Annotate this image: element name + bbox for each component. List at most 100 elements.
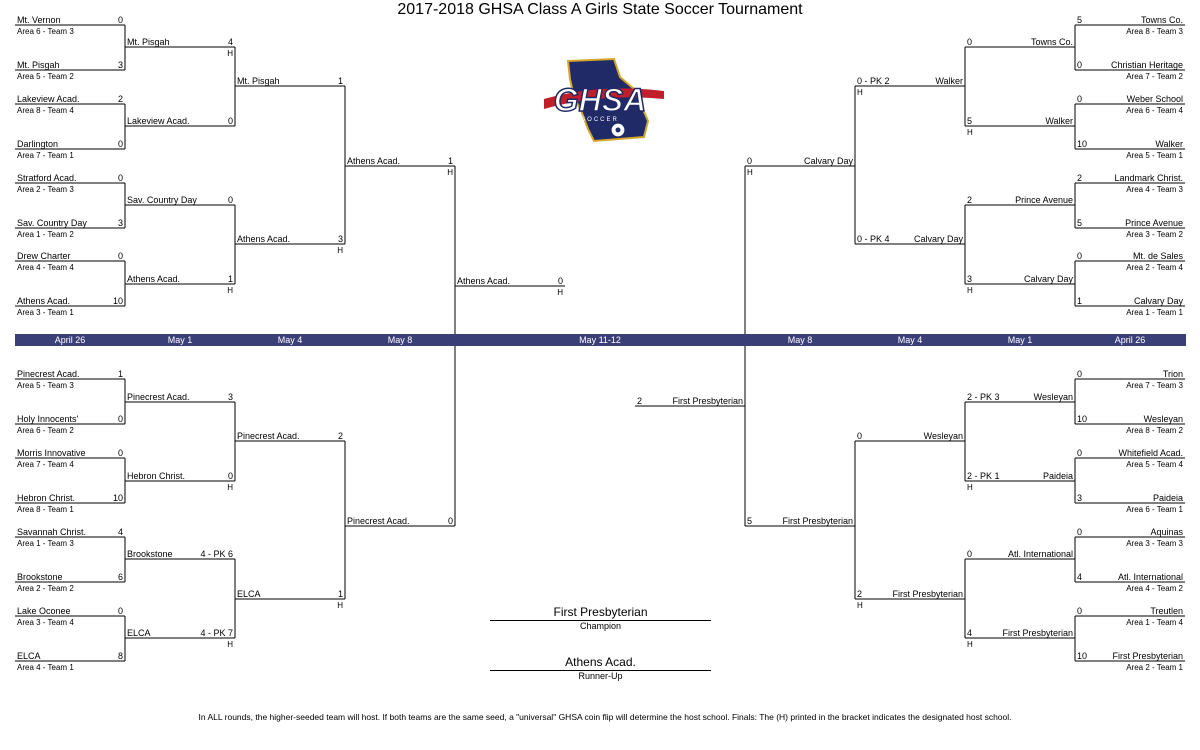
team-seed: Area 6 - Team 2 <box>17 426 74 435</box>
ghsa-logo: GHSA SOCCER <box>544 57 664 143</box>
team-seed: Area 4 - Team 4 <box>17 263 74 272</box>
team-score: 5 <box>967 116 972 126</box>
team-score: 1 <box>338 589 343 599</box>
team-name: Hebron Christ. <box>127 471 185 481</box>
team-seed: Area 1 - Team 3 <box>17 539 74 548</box>
runner-up-label: Runner-Up <box>578 671 623 681</box>
team-score: 5 <box>1077 218 1082 228</box>
host-marker: H <box>967 640 973 649</box>
team-seed: Area 3 - Team 2 <box>1126 230 1183 239</box>
team-seed: Area 6 - Team 3 <box>17 27 74 36</box>
team-score: 4 <box>228 37 233 47</box>
team-name: Walker <box>1045 116 1073 126</box>
team-name: First Presbyterian <box>1002 628 1073 638</box>
date-label: May 1 <box>1007 335 1033 345</box>
team-seed: Area 1 - Team 4 <box>1126 618 1183 627</box>
team-name: ELCA <box>17 651 41 661</box>
team-score: 1 <box>1077 296 1082 306</box>
team-seed: Area 7 - Team 4 <box>17 460 74 469</box>
team-name: First Presbyterian <box>1112 651 1183 661</box>
team-name: First Presbyterian <box>892 589 963 599</box>
team-score: 0 <box>1077 60 1082 70</box>
team-score: 0 - PK 4 <box>857 234 890 244</box>
team-seed: Area 1 - Team 1 <box>1126 308 1183 317</box>
team-score: 0 - PK 2 <box>857 76 890 86</box>
team-name: Aquinas <box>1150 527 1183 537</box>
team-name: Savannah Christ. <box>17 527 86 537</box>
team-name: Trion <box>1163 369 1183 379</box>
team-score: 2 - PK 1 <box>967 471 1000 481</box>
team-score: 0 <box>228 116 233 126</box>
team-seed: Area 4 - Team 1 <box>17 663 74 672</box>
team-seed: Area 5 - Team 2 <box>17 72 74 81</box>
team-name: Mt. Pisgah <box>237 76 280 86</box>
team-score: 2 <box>1077 173 1082 183</box>
team-name: Calvary Day <box>1134 296 1184 306</box>
host-marker: H <box>857 601 863 610</box>
host-marker: H <box>967 128 973 137</box>
team-score: 1 <box>118 369 123 379</box>
date-label: May 4 <box>277 335 303 345</box>
team-score: 2 <box>118 94 123 104</box>
champion-box: First Presbyterian Champion <box>490 606 711 632</box>
host-marker: H <box>227 286 233 295</box>
team-seed: Area 7 - Team 3 <box>1126 381 1183 390</box>
team-name: Drew Charter <box>17 251 71 261</box>
team-name: Lakeview Acad. <box>127 116 190 126</box>
host-marker: H <box>227 483 233 492</box>
team-name: Lakeview Acad. <box>17 94 80 104</box>
team-seed: Area 3 - Team 4 <box>17 618 74 627</box>
team-seed: Area 7 - Team 2 <box>1126 72 1183 81</box>
team-score: 0 <box>558 276 563 286</box>
team-name: ELCA <box>127 628 151 638</box>
team-name: Towns Co. <box>1031 37 1073 47</box>
team-name: Athens Acad. <box>17 296 70 306</box>
team-score: 10 <box>113 296 123 306</box>
date-label: April 26 <box>1114 335 1146 345</box>
team-name: Pinecrest Acad. <box>347 516 410 526</box>
team-name: Atl. International <box>1118 572 1183 582</box>
team-name: Mt. de Sales <box>1133 251 1184 261</box>
host-marker: H <box>227 640 233 649</box>
team-seed: Area 6 - Team 1 <box>1126 505 1183 514</box>
team-score: 10 <box>1077 139 1087 149</box>
team-name: Paideia <box>1153 493 1183 503</box>
champion-label: Champion <box>579 621 622 631</box>
team-score: 2 <box>338 431 343 441</box>
team-score: 1 <box>448 156 453 166</box>
runner-up-name: Athens Acad. <box>490 656 711 671</box>
team-name: Whitefield Acad. <box>1118 448 1183 458</box>
logo-text: GHSA <box>554 82 646 118</box>
team-name: Sav. Country Day <box>17 218 87 228</box>
team-name: Paideia <box>1043 471 1073 481</box>
team-score: 10 <box>1077 651 1087 661</box>
team-score: 0 <box>967 37 972 47</box>
team-seed: Area 5 - Team 3 <box>17 381 74 390</box>
team-score: 0 <box>1077 369 1082 379</box>
team-score: 0 <box>228 471 233 481</box>
team-score: 4 <box>118 527 123 537</box>
team-seed: Area 6 - Team 4 <box>1126 106 1183 115</box>
team-score: 0 <box>1077 94 1082 104</box>
team-score: 0 <box>228 195 233 205</box>
team-seed: Area 3 - Team 1 <box>17 308 74 317</box>
host-marker: H <box>447 168 453 177</box>
host-marker: H <box>967 286 973 295</box>
team-name: First Presbyterian <box>672 396 743 406</box>
team-seed: Area 4 - Team 2 <box>1126 584 1183 593</box>
team-name: Weber School <box>1127 94 1183 104</box>
team-seed: Area 4 - Team 3 <box>1126 185 1183 194</box>
team-name: Pinecrest Acad. <box>237 431 300 441</box>
team-score: 2 <box>967 195 972 205</box>
team-score: 2 <box>637 396 642 406</box>
team-seed: Area 5 - Team 4 <box>1126 460 1183 469</box>
champion-name: First Presbyterian <box>490 606 711 621</box>
team-score: 1 <box>228 274 233 284</box>
team-score: 0 <box>448 516 453 526</box>
team-name: Brookstone <box>17 572 63 582</box>
team-score: 4 - PK 7 <box>200 628 233 638</box>
team-score: 3 <box>118 60 123 70</box>
team-score: 5 <box>747 516 752 526</box>
team-score: 8 <box>118 651 123 661</box>
team-name: Christian Heritage <box>1111 60 1183 70</box>
